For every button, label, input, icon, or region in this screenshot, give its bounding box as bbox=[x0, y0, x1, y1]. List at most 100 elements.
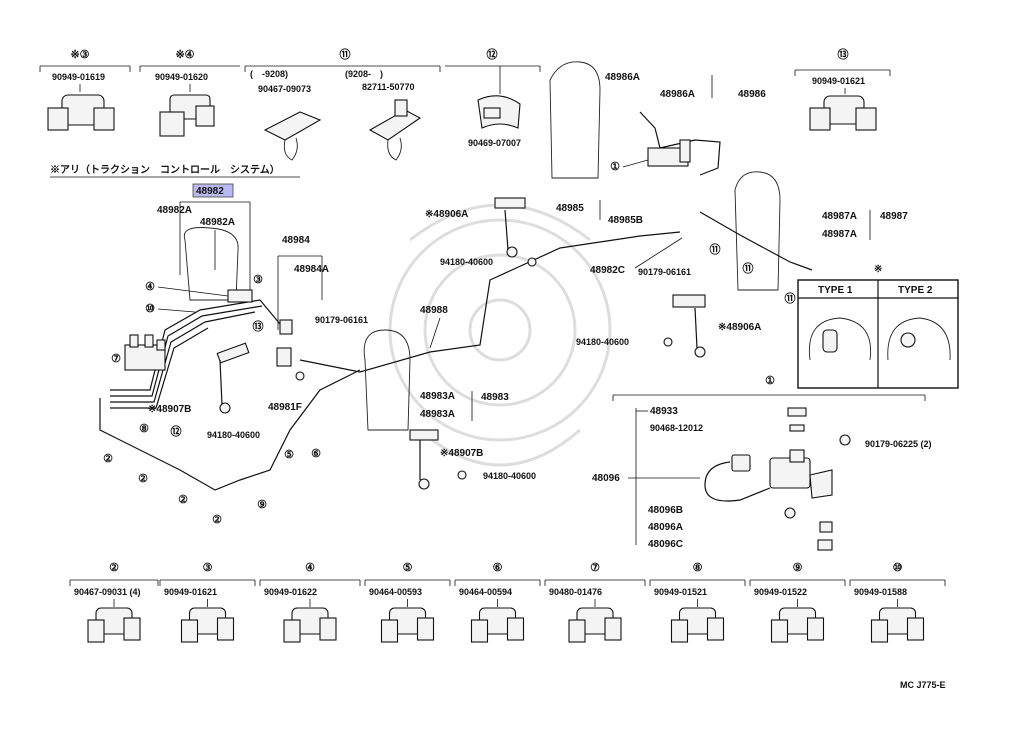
clip-icon bbox=[180, 619, 199, 643]
callout: ⑧ bbox=[693, 562, 703, 574]
part-number: 90464-00593 bbox=[369, 587, 422, 597]
callout: ① bbox=[765, 375, 775, 387]
part-ref: 48982A bbox=[200, 217, 235, 228]
part-number: 90949-01621 bbox=[812, 76, 865, 86]
nut bbox=[457, 470, 467, 480]
part-number: 90468-12012 bbox=[650, 423, 703, 433]
clip-icon bbox=[159, 94, 215, 137]
proportioning-valve bbox=[639, 111, 721, 176]
part-ref: ※48907B bbox=[440, 448, 483, 459]
clip-icon bbox=[123, 617, 141, 641]
part-number: 90949-01620 bbox=[155, 72, 208, 82]
callout: ③ bbox=[253, 274, 263, 286]
callout: ⑪ bbox=[785, 291, 796, 305]
height-sensor-link bbox=[216, 342, 250, 414]
bolt bbox=[295, 371, 305, 381]
top-clip-group-12: ⑫ 90469-07007 bbox=[445, 47, 541, 148]
part-ref: 48981F bbox=[268, 402, 302, 413]
part-ref: 48988 bbox=[420, 305, 448, 316]
part-number: 90480-01476 bbox=[549, 587, 602, 597]
part-number: 94180-40600 bbox=[576, 337, 629, 347]
clip-icon bbox=[477, 95, 521, 129]
master-cylinder-outline bbox=[183, 227, 239, 301]
type-comparison-box: ※ TYPE 1 TYPE 2 bbox=[797, 264, 959, 389]
callout: ⑤ bbox=[284, 449, 294, 461]
clip bbox=[279, 319, 293, 335]
highlighted-part-box bbox=[192, 183, 234, 198]
callout: ② bbox=[138, 473, 148, 485]
part-ref: 48987 bbox=[880, 211, 908, 222]
part-ref: 48986 bbox=[738, 89, 766, 100]
part-ref: 48987A bbox=[822, 211, 857, 222]
part-number: 90467-09031 (4) bbox=[74, 587, 141, 597]
reservoir-outline bbox=[363, 329, 411, 431]
callout: ⑦ bbox=[111, 353, 121, 365]
part-ref: 48985 bbox=[556, 203, 584, 214]
part-ref: 48984A bbox=[294, 264, 329, 275]
clip-icon bbox=[506, 617, 525, 641]
callout: ※④ bbox=[175, 49, 194, 61]
clip-icon bbox=[604, 617, 622, 641]
brake-tube bbox=[699, 211, 813, 271]
part-ref: 48096 bbox=[592, 473, 620, 484]
part-number: 90179-06225 (2) bbox=[865, 439, 932, 449]
part-ref: 48986A bbox=[660, 89, 695, 100]
type-2-shape bbox=[887, 317, 951, 361]
top-clip-group-4: ※④ 90949-01620 bbox=[139, 49, 240, 137]
callout: ③ bbox=[203, 562, 213, 574]
type-1-label: TYPE 1 bbox=[818, 285, 853, 296]
clip-icon bbox=[670, 619, 689, 643]
part-ref: 48096C bbox=[648, 539, 683, 550]
part-number: 90469-07007 bbox=[468, 138, 521, 148]
height-sensor-link bbox=[672, 294, 706, 358]
clip-icon bbox=[706, 617, 725, 641]
bracket bbox=[276, 347, 292, 367]
clip-icon bbox=[263, 111, 322, 161]
callout: ⑨ bbox=[793, 562, 803, 574]
clip-icon bbox=[906, 617, 925, 641]
callout: ⑤ bbox=[403, 562, 413, 574]
clip-icon bbox=[380, 619, 399, 643]
clip-icon bbox=[87, 619, 105, 643]
note-mark: ※ bbox=[874, 264, 882, 275]
clip-icon bbox=[283, 619, 301, 643]
clip-icon bbox=[368, 99, 422, 161]
brake-tube-bundle bbox=[99, 231, 681, 491]
clip-icon bbox=[47, 94, 115, 131]
bottom-clip-group: ⑤ 90464-00593 bbox=[364, 562, 451, 643]
part-ref-48982: 48982 bbox=[196, 186, 224, 197]
callout: ④ bbox=[305, 562, 315, 574]
callout: ※③ bbox=[70, 49, 89, 61]
actuator-assembly bbox=[704, 407, 851, 551]
top-clip-group-3: ※③ 90949-01619 bbox=[39, 49, 131, 131]
part-ref: ※48906A bbox=[718, 322, 761, 333]
clip-icon bbox=[216, 617, 235, 641]
callout: ⑬ bbox=[838, 47, 849, 61]
callout: ② bbox=[212, 514, 222, 526]
reservoir-outline bbox=[734, 171, 781, 291]
date-range: (9208- ) bbox=[345, 69, 383, 79]
clip bbox=[227, 289, 253, 303]
part-number: 82711-50770 bbox=[362, 82, 415, 92]
callout: ⑩ bbox=[893, 562, 903, 574]
part-number: 90179-06161 bbox=[315, 315, 368, 325]
callout: ⑥ bbox=[311, 448, 321, 460]
top-clip-group-11: ⑪ ( -9208) (9208- ) 90467-09073 82711-50… bbox=[244, 47, 441, 161]
part-ref: 48987A bbox=[822, 229, 857, 240]
callout: ④ bbox=[145, 281, 155, 293]
clip-icon bbox=[319, 617, 337, 641]
part-ref: ※48906A bbox=[425, 209, 468, 220]
top-clip-group-13: ⑬ 90949-01621 bbox=[794, 47, 891, 131]
part-ref: ※48907B bbox=[148, 404, 191, 415]
callout: ② bbox=[178, 494, 188, 506]
part-ref: 48983 bbox=[481, 392, 509, 403]
callout: ⑪ bbox=[743, 261, 754, 275]
part-ref: 48933 bbox=[650, 406, 678, 417]
callout: ① bbox=[610, 161, 620, 173]
